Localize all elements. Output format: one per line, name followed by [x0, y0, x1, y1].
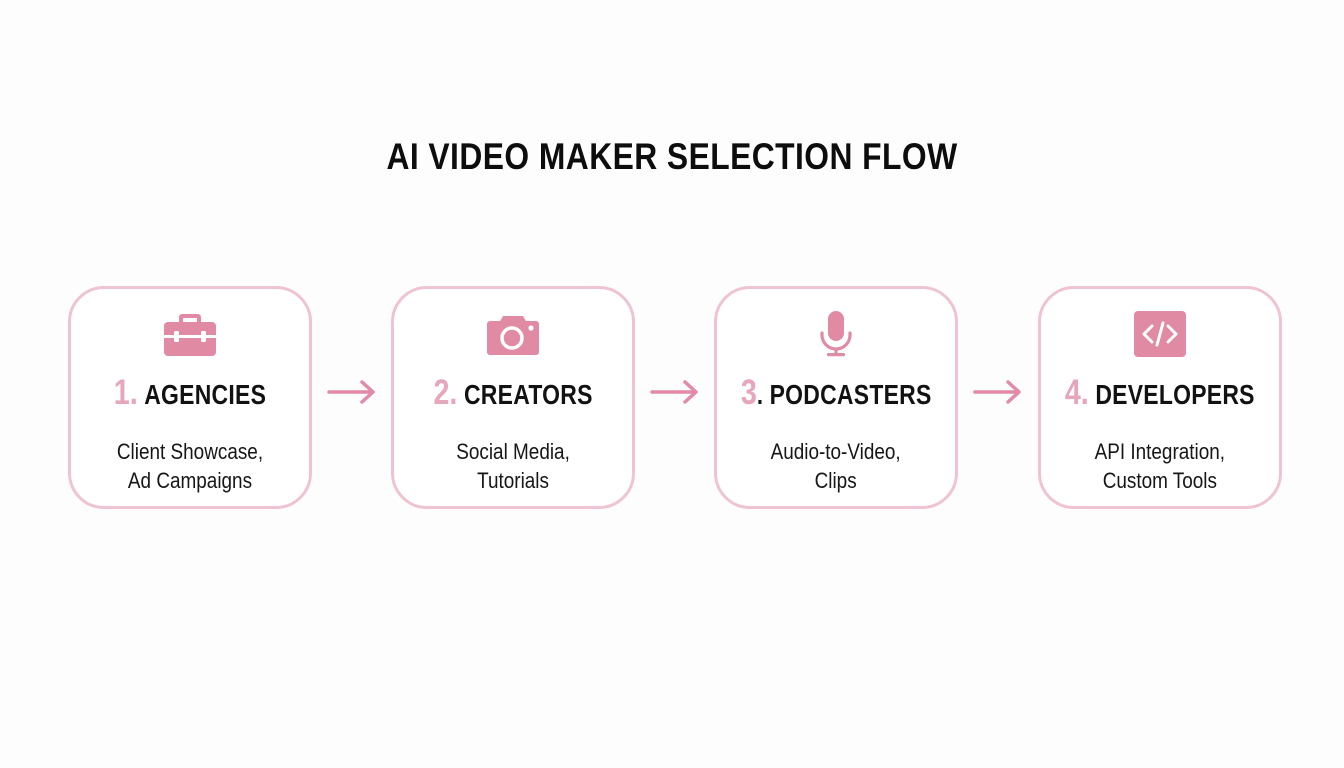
step-label: CREATORS: [463, 379, 593, 410]
step-card-developers: 4.DEVELOPERS API Integration, Custom Too…: [1038, 286, 1282, 509]
step-card-creators: 2.CREATORS Social Media, Tutorials: [391, 286, 635, 509]
step-heading: 1.AGENCIES: [71, 373, 309, 413]
description-line: Clips: [814, 468, 858, 493]
camera-icon: [483, 309, 543, 359]
diagram-title: AI VIDEO MAKER SELECTION FLOW: [386, 136, 958, 177]
description-line: Social Media,: [456, 439, 570, 464]
step-label: AGENCIES: [144, 379, 267, 410]
step-number-dot: .: [1081, 373, 1089, 412]
description-line: Client Showcase,: [116, 439, 264, 464]
step-number: 4: [1065, 373, 1082, 412]
step-number-dot: .: [449, 373, 458, 412]
step-description: Audio-to-Video, Clips: [717, 437, 955, 495]
step-label: DEVELOPERS: [1095, 379, 1255, 410]
description-line: Tutorials: [477, 468, 549, 493]
code-icon: [1130, 309, 1190, 359]
step-number-dot: .: [129, 373, 138, 412]
microphone-icon: [806, 309, 866, 359]
arrow-right-icon: [973, 380, 1021, 404]
step-heading: 4.DEVELOPERS: [1041, 373, 1279, 413]
description-line: Custom Tools: [1102, 468, 1218, 493]
step-card-agencies: 1.AGENCIES Client Showcase, Ad Campaigns: [68, 286, 312, 509]
step-number: 1: [113, 373, 130, 412]
step-number-dot: .: [756, 380, 763, 410]
step-heading: 3.PODCASTERS: [717, 373, 955, 413]
arrow-right-icon: [327, 380, 375, 404]
description-line: Ad Campaigns: [127, 468, 253, 493]
step-label: PODCASTERS: [769, 379, 932, 410]
briefcase-icon: [160, 309, 220, 359]
step-number: 3: [740, 373, 757, 412]
step-heading: 2.CREATORS: [394, 373, 632, 413]
description-line: API Integration,: [1094, 439, 1226, 464]
step-description: API Integration, Custom Tools: [1041, 437, 1279, 495]
arrow-right-icon: [650, 380, 698, 404]
step-number: 2: [433, 373, 450, 412]
description-line: Audio-to-Video,: [770, 439, 902, 464]
step-card-podcasters: 3.PODCASTERS Audio-to-Video, Clips: [714, 286, 958, 509]
step-description: Client Showcase, Ad Campaigns: [71, 437, 309, 495]
step-description: Social Media, Tutorials: [394, 437, 632, 495]
